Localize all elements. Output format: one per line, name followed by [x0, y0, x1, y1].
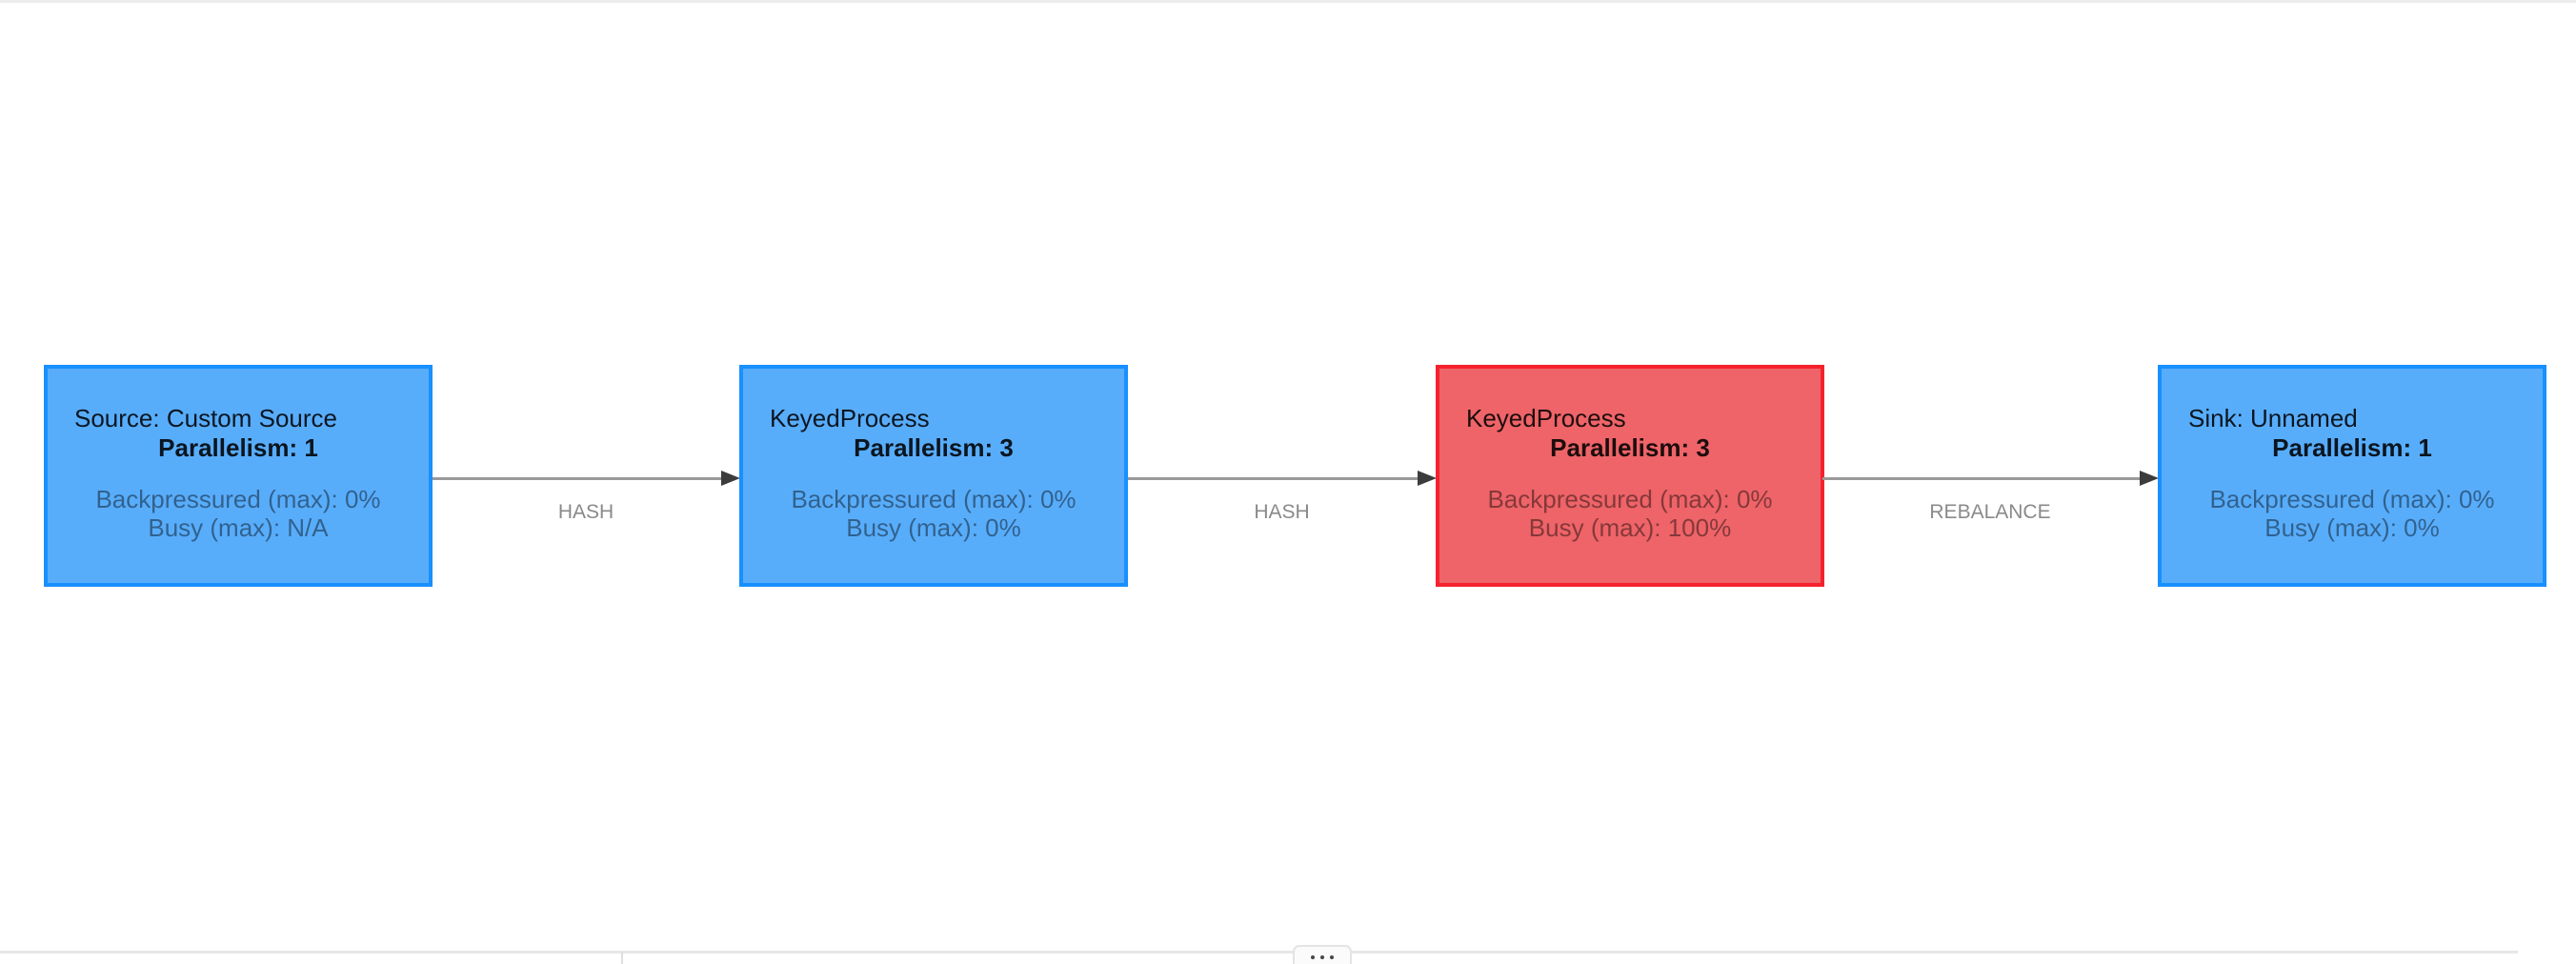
arrowhead-icon — [721, 471, 740, 486]
node-metrics: Backpressured (max): 0% Busy (max): 0% — [2162, 485, 2543, 542]
node-busy-value: Busy (max): 0% — [846, 513, 1021, 542]
node-title: Sink: Unnamed — [2188, 404, 2358, 432]
node-title: KeyedProcess — [770, 404, 930, 432]
arrowhead-icon — [1418, 471, 1437, 486]
arrowhead-icon — [2140, 471, 2159, 486]
bottom-panel-divider — [0, 951, 2518, 954]
node-parallelism: Parallelism: 3 — [1550, 433, 1710, 462]
graph-node-source[interactable]: Source: Custom Source Parallelism: 1 Bac… — [44, 365, 433, 587]
graph-node-keyedprocess-2[interactable]: KeyedProcess Parallelism: 3 Backpressure… — [1436, 365, 1824, 587]
drawer-resize-handle[interactable] — [1293, 945, 1352, 964]
ellipsis-icon — [1320, 955, 1324, 959]
node-busy-value: Busy (max): 0% — [2264, 513, 2440, 542]
node-parallelism: Parallelism: 1 — [2272, 433, 2432, 462]
node-backpressured-value: Backpressured (max): 0% — [1487, 485, 1773, 513]
edge-line — [433, 477, 724, 480]
graph-node-sink[interactable]: Sink: Unnamed Parallelism: 1 Backpressur… — [2158, 365, 2546, 587]
ellipsis-icon — [1330, 955, 1334, 959]
node-parallelism: Parallelism: 3 — [854, 433, 1014, 462]
node-metrics: Backpressured (max): 0% Busy (max): 0% — [743, 485, 1124, 542]
edge-label: HASH — [557, 501, 614, 523]
node-parallelism: Parallelism: 1 — [158, 433, 318, 462]
node-title: Source: Custom Source — [74, 404, 338, 432]
bottom-panel-column-divider — [621, 952, 623, 964]
edge-line — [1822, 477, 2143, 480]
node-backpressured-value: Backpressured (max): 0% — [2209, 485, 2495, 513]
node-metrics: Backpressured (max): 0% Busy (max): 100% — [1439, 485, 1821, 542]
node-busy-value: Busy (max): 100% — [1528, 513, 1732, 542]
edge-label: HASH — [1254, 501, 1310, 523]
graph-node-keyedprocess-1[interactable]: KeyedProcess Parallelism: 3 Backpressure… — [739, 365, 1128, 587]
node-title: KeyedProcess — [1466, 404, 1626, 432]
node-backpressured-value: Backpressured (max): 0% — [791, 485, 1077, 513]
top-divider — [0, 0, 2576, 3]
edge-line — [1128, 477, 1420, 480]
node-busy-value: Busy (max): N/A — [148, 513, 329, 542]
node-metrics: Backpressured (max): 0% Busy (max): N/A — [48, 485, 429, 542]
node-backpressured-value: Backpressured (max): 0% — [95, 485, 381, 513]
ellipsis-icon — [1311, 955, 1315, 959]
edge-label: REBALANCE — [1929, 501, 2051, 523]
